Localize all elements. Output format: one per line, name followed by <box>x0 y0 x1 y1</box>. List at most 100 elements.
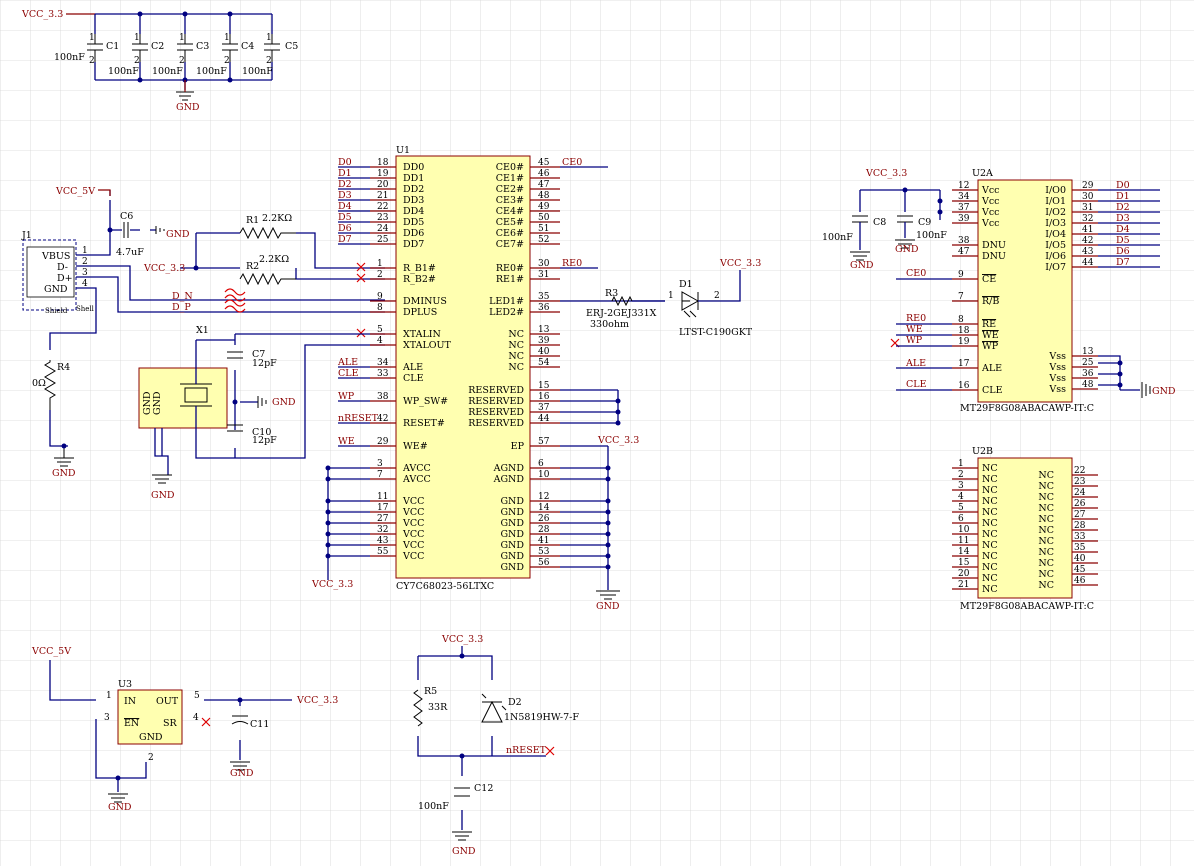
u1-net-label: D6 <box>338 223 352 234</box>
u1-pin-label: ALE <box>402 362 423 373</box>
u1-pin-label: CLE <box>403 373 424 384</box>
u1-pin-label: LED1# <box>489 296 524 307</box>
u1-net-label: D0 <box>338 157 352 168</box>
decap-symbol <box>177 34 193 62</box>
u2a-pin-number: 48 <box>1082 380 1094 390</box>
u2b-pin-number: 22 <box>1074 466 1085 476</box>
u1-pin-number: 12 <box>538 492 549 502</box>
u1-net-label: D4 <box>338 201 352 212</box>
u1-pin-label: NC <box>508 362 524 373</box>
u2b-pin-label: NC <box>982 463 998 474</box>
c11-designator: C11 <box>250 719 269 730</box>
u1-pin-number: 22 <box>377 202 388 212</box>
net-ale-u2a: ALE <box>905 358 926 369</box>
u1-net-label: D5 <box>338 212 352 223</box>
j1-pin-vbus: VBUS <box>41 251 70 262</box>
u1-pin-label: EP <box>511 441 525 452</box>
u1-pin-label: GND <box>500 496 524 507</box>
decap-pin1: 1 <box>89 33 95 43</box>
junction-dot <box>605 564 611 570</box>
u1-pin-number: 17 <box>377 503 389 513</box>
junction-dot <box>325 542 331 548</box>
u1-pin-label: AVCC <box>402 474 431 485</box>
svg-text:1: 1 <box>82 246 88 256</box>
r5-designator: R5 <box>424 686 437 697</box>
c4-designator: C4 <box>241 41 254 52</box>
u1-pin-number: 49 <box>538 202 550 212</box>
u1-pin-label: VCC <box>402 518 424 529</box>
svg-text:2: 2 <box>148 753 154 763</box>
junction-dot <box>605 476 611 482</box>
u2b-pin-label: NC <box>982 474 998 485</box>
vcc33-label-u3: VCC_3.3 <box>296 695 338 706</box>
u1-pin-number: 53 <box>538 547 550 557</box>
u2b-pin-number: 14 <box>958 547 970 557</box>
gnd-label-top: GND <box>176 102 200 113</box>
u1-pin-number: 31 <box>538 270 549 280</box>
net-dn: D_N <box>172 291 193 302</box>
u1-pin-label: CE0# <box>496 162 524 173</box>
u1-pin-label: XTALIN <box>403 329 441 340</box>
j1-designator: J1 <box>21 230 32 241</box>
u2b-pin-number: 26 <box>1074 499 1086 509</box>
u1-pin-number: 40 <box>538 347 550 357</box>
u1-net-label: nRESET <box>338 413 379 424</box>
u1-pin-number: 55 <box>377 547 389 557</box>
net-nreset: nRESET <box>506 745 547 756</box>
u1-pin-label: GND <box>500 540 524 551</box>
u2a-pin-label: DNU <box>982 251 1006 262</box>
u2a-pin-number: 30 <box>1082 192 1094 202</box>
u1-pin-number: 24 <box>377 224 389 234</box>
u1-pin-number: 16 <box>538 392 550 402</box>
u1-pin-label: DPLUS <box>403 307 437 318</box>
u2b-pin-label: NC <box>1038 547 1054 558</box>
u1-pin-number: 47 <box>538 180 550 190</box>
net-wp-u2a: WP <box>906 335 923 346</box>
u1-net-label: WP <box>338 391 355 402</box>
u2a-net-label: D1 <box>1116 191 1130 202</box>
u2b-pin-label: NC <box>1038 525 1054 536</box>
u1-net-label: CE0 <box>562 157 582 168</box>
u1-pin-number: 20 <box>377 180 389 190</box>
u1-pin-number: 23 <box>377 213 389 223</box>
u1-pin-number: 26 <box>538 514 550 524</box>
junction-dot <box>605 520 611 526</box>
j1-shield: Shield <box>45 307 68 315</box>
u1-pin-label: CE2# <box>496 184 524 195</box>
u1-pin-label: R_B1# <box>403 263 436 274</box>
usb-section <box>22 189 385 467</box>
gnd-label-u2a: GND <box>1152 386 1176 397</box>
u2a-pin-label: R/B <box>982 296 999 307</box>
u2a-pin-number: 43 <box>1082 247 1094 257</box>
vcc33-label-u2a: VCC_3.3 <box>865 168 907 179</box>
u2b-pin-number: 4 <box>958 492 964 502</box>
u2b-pin-label: NC <box>1038 569 1054 580</box>
junction-dot <box>325 498 331 504</box>
u2a-pin-label: Vcc <box>981 218 1000 229</box>
u1-net-label: ALE <box>337 357 358 368</box>
u1-pin-label: RE1# <box>496 274 524 285</box>
u2a-net-label: D5 <box>1116 235 1130 246</box>
no-connect-marks <box>201 262 900 756</box>
u2a-net-label: D4 <box>1116 224 1130 235</box>
u1-pin-label: DD1 <box>403 173 424 184</box>
u1-pin-number: 7 <box>377 470 383 480</box>
u1-pin-number: 48 <box>538 191 550 201</box>
u2a-pin-number: 8 <box>958 315 964 325</box>
u2a-pin-label: I/O3 <box>1045 218 1066 229</box>
gnd-label-u3: GND <box>108 802 132 813</box>
vcc33-label-reset: VCC_3.3 <box>441 634 483 645</box>
u2b-pin-label: NC <box>982 507 998 518</box>
c12-designator: C12 <box>474 783 493 794</box>
junction-dot <box>605 498 611 504</box>
u2b-pin-label: NC <box>982 496 998 507</box>
u2a-pin-number: 12 <box>958 181 969 191</box>
u1-pin-number: 6 <box>538 459 544 469</box>
u2b-pin-label: NC <box>982 540 998 551</box>
u1-pin-label: RESERVED <box>468 407 524 418</box>
u1-pin-label: CE1# <box>496 173 524 184</box>
u1-pin-label: DD5 <box>403 217 424 228</box>
junction-dot <box>615 409 621 415</box>
